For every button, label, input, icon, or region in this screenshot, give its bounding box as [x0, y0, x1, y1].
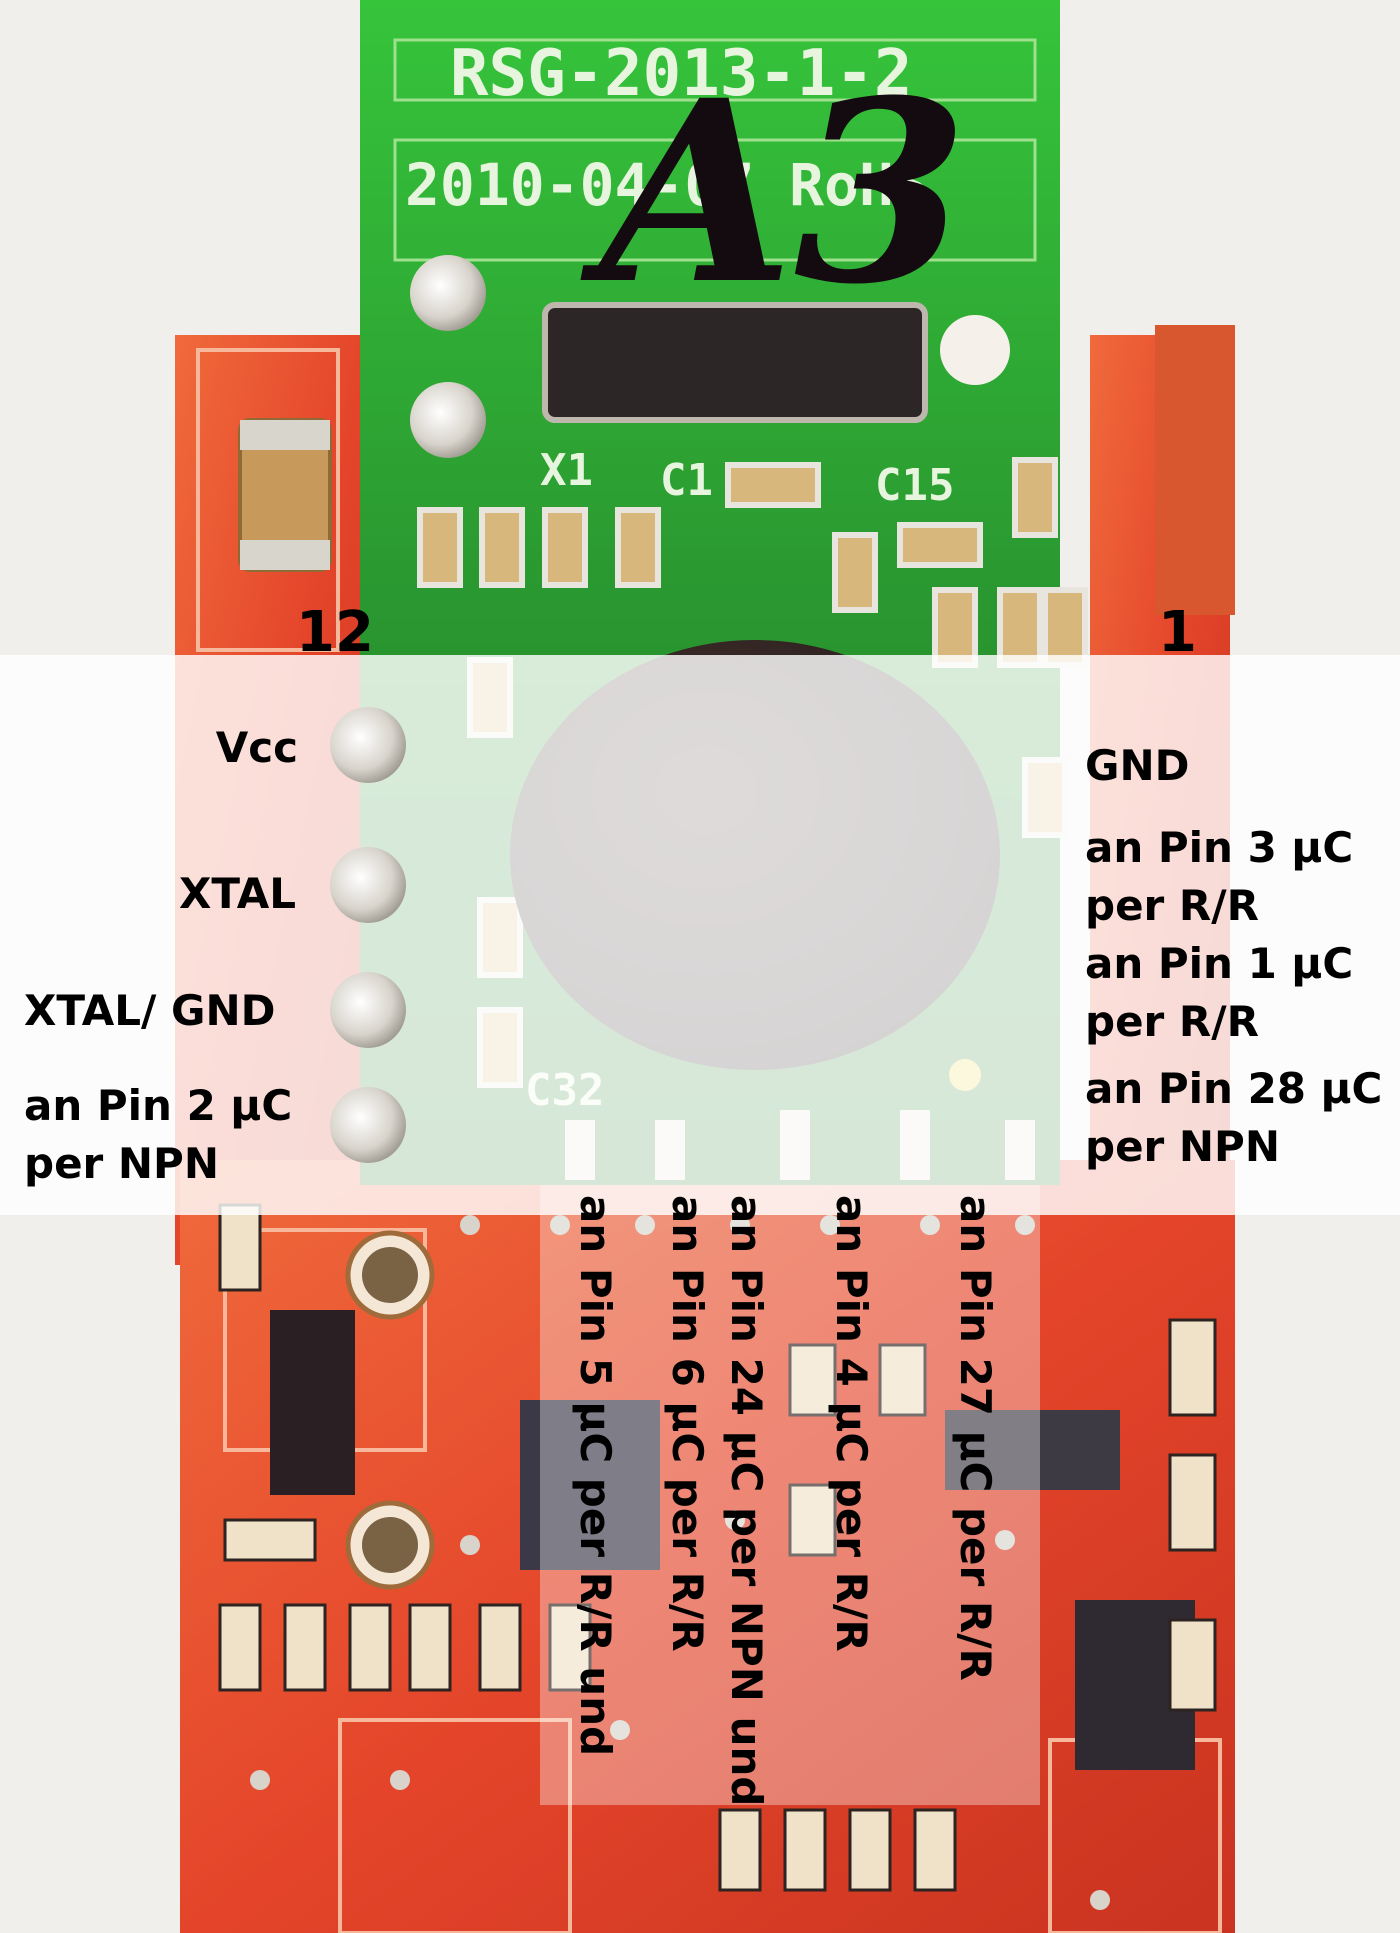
crystal-x1 — [542, 302, 928, 423]
pin-number-12: 12 — [296, 600, 374, 665]
label-band — [0, 655, 1400, 1215]
red-pcb — [175, 325, 1235, 1933]
label-vcc: Vcc — [215, 723, 298, 772]
label-pin1-line1: an Pin 1 µC — [1085, 939, 1354, 988]
label-gnd: GND — [1085, 741, 1190, 790]
silkscreen-c15: C15 — [875, 460, 954, 511]
label-vertical-pin5: an Pin 5 µC per R/R und — [571, 1195, 620, 1757]
label-xtal-gnd: XTAL/ GND — [24, 986, 276, 1035]
label-pin1-line2: per R/R — [1085, 997, 1259, 1046]
label-pin28-line2: per NPN — [1085, 1122, 1280, 1171]
chip-j3y-left — [270, 1310, 355, 1495]
label-pin2-line1: an Pin 2 µC — [24, 1081, 293, 1130]
label-pin3-line2: per R/R — [1085, 881, 1259, 930]
board-marking-date: 2010-04-07 RoHS — [405, 151, 929, 219]
chip-j3y-right — [945, 1410, 1120, 1490]
pin-number-1: 1 — [1158, 600, 1197, 665]
label-band-bottom-strip — [540, 1185, 1040, 1805]
left-edge-pads — [330, 707, 406, 1163]
board-marking-top: RSG-2013-1-2 — [450, 37, 912, 111]
chip-j3y-center — [520, 1400, 660, 1570]
handwritten-marking: A3 — [580, 45, 968, 339]
silkscreen-x1: X1 — [540, 445, 593, 496]
silkscreen-c1: C1 — [660, 455, 713, 506]
label-vertical-pin4: an Pin 4 µC per R/R — [827, 1195, 876, 1652]
label-xtal: XTAL — [178, 869, 296, 918]
label-vertical-pin27: an Pin 27 µC per R/R — [951, 1195, 1000, 1681]
label-vertical-pin24: an Pin 24 µC per NPN und — [722, 1195, 771, 1807]
label-pin28-line1: an Pin 28 µC — [1085, 1064, 1383, 1113]
label-pin2-line2: per NPN — [24, 1139, 219, 1188]
label-pin3-line1: an Pin 3 µC — [1085, 823, 1354, 872]
label-vertical-pin6: an Pin 6 µC per R/R — [663, 1195, 712, 1652]
